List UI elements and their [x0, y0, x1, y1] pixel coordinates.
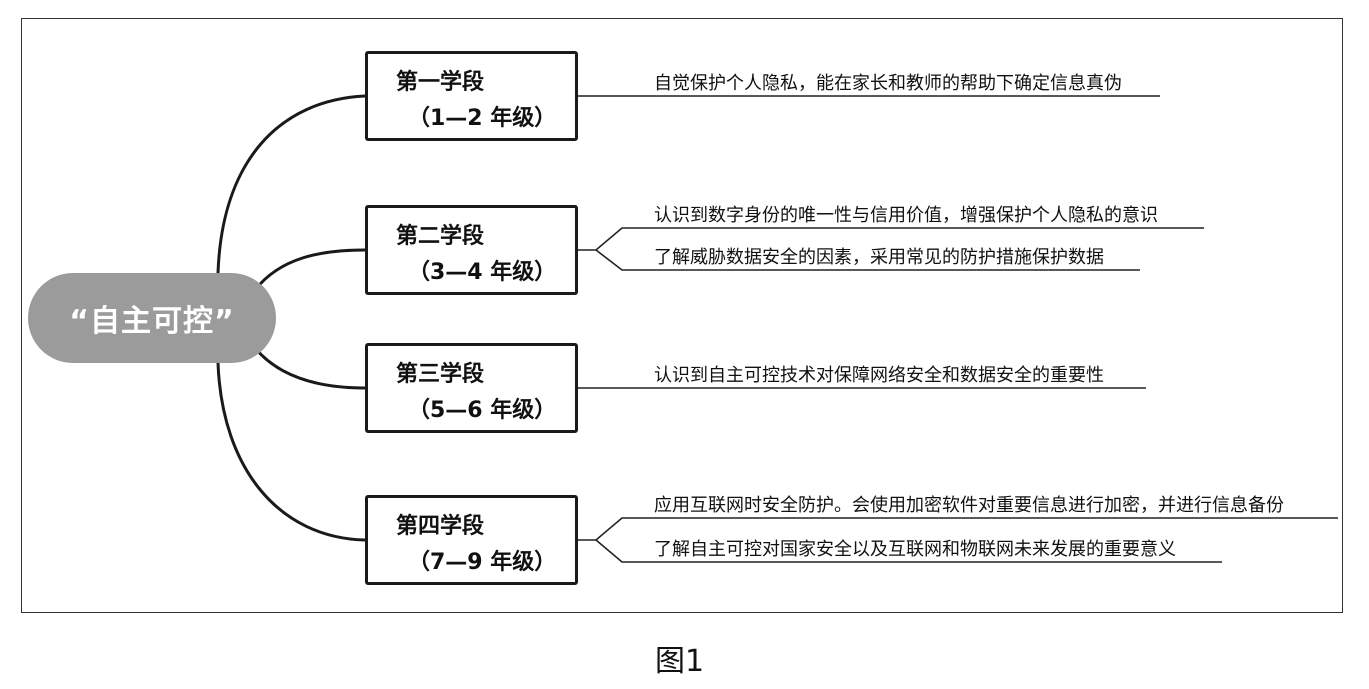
branch-stage-1 [216, 94, 366, 274]
stage-2-item-2: 了解威胁数据安全的因素，采用常见的防护措施保护数据 [654, 247, 1104, 268]
leaf-line-4-2 [595, 539, 1222, 563]
leaf-line-2-1 [578, 227, 1204, 251]
stage-grade: （7—9 年级） [408, 550, 557, 575]
stage-grade: （3—4 年级） [408, 260, 557, 285]
stage-name: 第四学段 [396, 514, 485, 539]
stage-name: 第三学段 [396, 362, 485, 387]
stage-3-item-1: 认识到自主可控技术对保障网络安全和数据安全的重要性 [654, 365, 1104, 386]
stage-box-1: 第一学段 （1—2 年级） [365, 51, 578, 141]
branch-stage-4 [216, 362, 366, 542]
stage-4-item-2: 了解自主可控对国家安全以及互联网和物联网未来发展的重要意义 [654, 539, 1176, 560]
stage-grade: （5—6 年级） [408, 398, 557, 423]
stage-box-4: 第四学段 （7—9 年级） [365, 495, 578, 585]
leaf-line-2-2 [595, 249, 1140, 271]
stage-4-item-1: 应用互联网时安全防护。会使用加密软件对重要信息进行加密，并进行信息备份 [654, 495, 1284, 516]
branch-stage-3 [253, 347, 366, 390]
stage-box-2: 第二学段 （3—4 年级） [365, 205, 578, 295]
stage-grade: （1—2 年级） [408, 106, 557, 131]
stage-1-item-1: 自觉保护个人隐私，能在家长和教师的帮助下确定信息真伪 [654, 73, 1122, 94]
stage-name: 第一学段 [396, 70, 485, 95]
figure-caption: 图1 [655, 644, 705, 679]
leaf-line-4-1 [578, 517, 1338, 541]
diagram-frame [21, 18, 1343, 613]
stage-box-3: 第三学段 （5—6 年级） [365, 343, 578, 433]
branch-stage-2 [253, 248, 366, 291]
stage-2-item-1: 认识到数字身份的唯一性与信用价值，增强保护个人隐私的意识 [654, 205, 1158, 226]
stage-name: 第二学段 [396, 224, 485, 249]
root-node: “自主可控” [28, 273, 276, 363]
root-label: “自主可控” [69, 304, 235, 339]
